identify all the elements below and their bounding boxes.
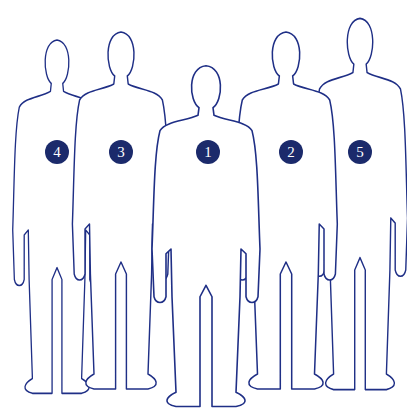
person-silhouette: [152, 66, 260, 407]
callout-number: 2: [279, 140, 303, 164]
callout-number: 4: [45, 140, 69, 164]
callout-number: 1: [196, 140, 220, 164]
callout-number: 5: [348, 140, 372, 164]
callout-number: 3: [109, 140, 133, 164]
